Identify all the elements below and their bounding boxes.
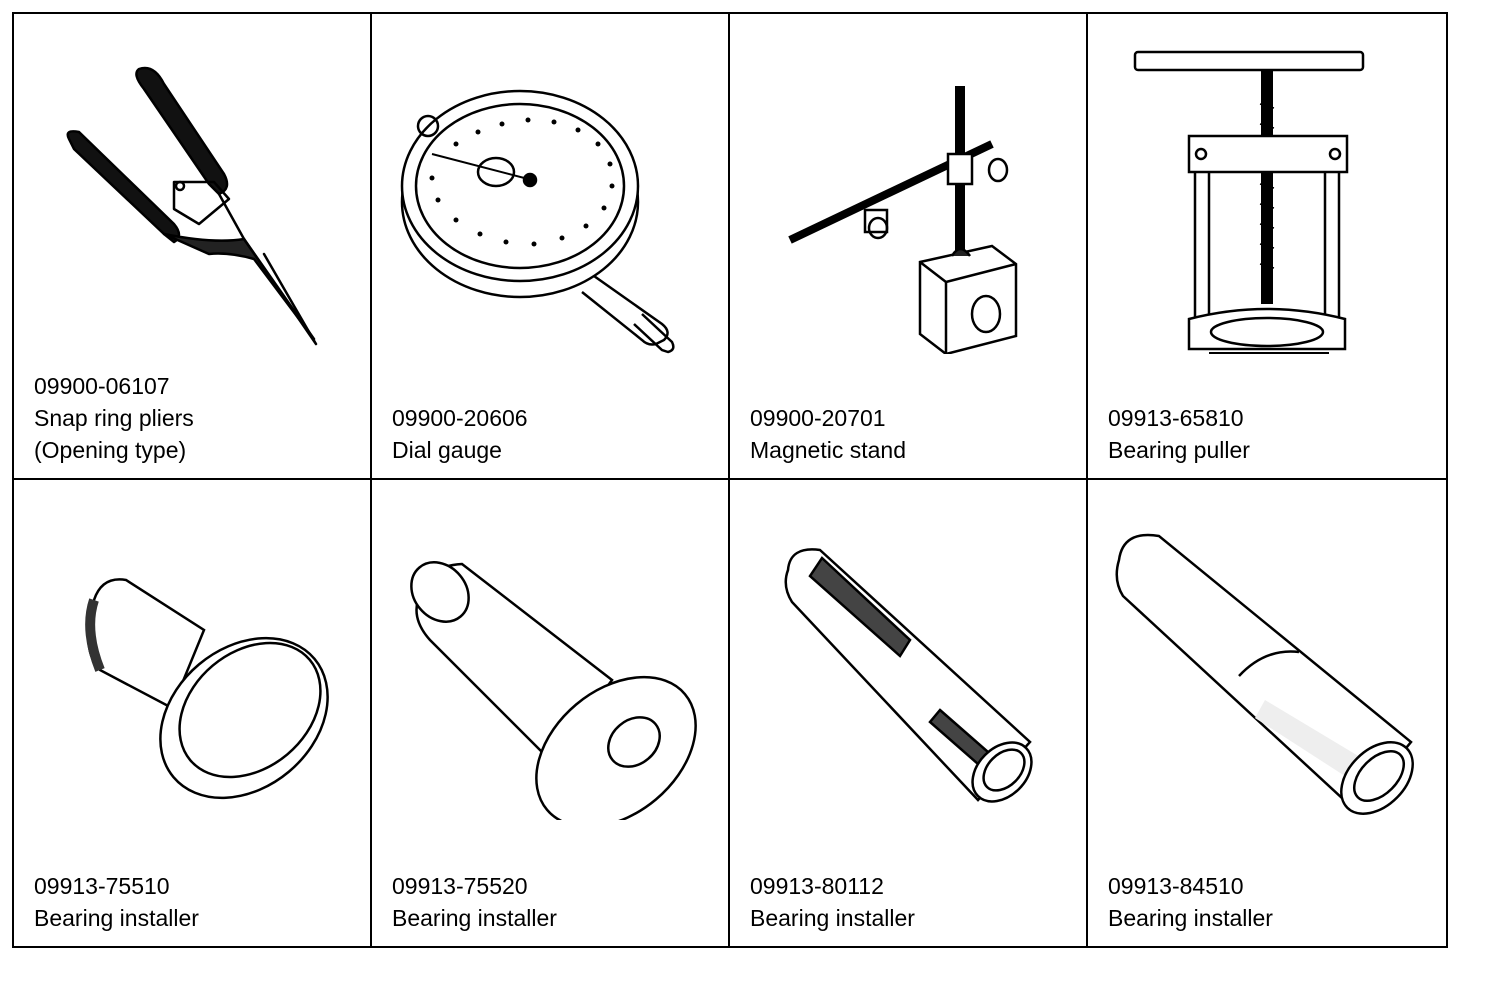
- tool-cell: 09913-75520 Bearing installer: [372, 480, 730, 946]
- snap-ring-pliers-icon: [66, 66, 318, 346]
- tool-name: Bearing installer: [1108, 905, 1273, 931]
- tool-name: Bearing installer: [392, 905, 557, 931]
- part-number: 09913-75520: [392, 873, 528, 899]
- bearing-installer-icon: [85, 578, 329, 800]
- dial-gauge-icon: [400, 89, 675, 354]
- tool-note: (Opening type): [34, 437, 187, 463]
- tool-cell: 09913-75510 Bearing installer: [14, 480, 372, 946]
- part-number: 09913-80112: [750, 873, 884, 899]
- bearing-installer-icon: [1115, 533, 1414, 815]
- tool-cell: 09913-80112 Bearing installer: [730, 480, 1088, 946]
- tool-name: Bearing installer: [750, 905, 915, 931]
- tool-cell: 09913-65810 Bearing puller: [1088, 14, 1446, 480]
- bearing-installer-icon: [784, 548, 1033, 803]
- part-number: 09900-06107: [34, 373, 170, 399]
- tool-name: Dial gauge: [392, 437, 502, 463]
- tool-cell: 09900-20606 Dial gauge: [372, 14, 730, 480]
- part-number: 09913-84510: [1108, 873, 1244, 899]
- tool-name: Bearing puller: [1108, 437, 1250, 463]
- tool-name: Snap ring pliers: [34, 405, 194, 431]
- bearing-installer-icon: [410, 561, 697, 820]
- bearing-puller-icon: [1133, 50, 1365, 354]
- tool-name: Bearing installer: [34, 905, 199, 931]
- tool-cell: 09913-84510 Bearing installer: [1088, 480, 1446, 946]
- tool-cell: 09900-06107 Snap ring pliers (Opening ty…: [14, 14, 372, 480]
- tool-cell: 09900-20701 Magnetic stand: [730, 14, 1088, 480]
- tool-name: Magnetic stand: [750, 437, 906, 463]
- part-number: 09900-20701: [750, 405, 886, 431]
- special-tools-table: 09900-06107 Snap ring pliers (Opening ty…: [12, 12, 1448, 948]
- part-number: 09900-20606: [392, 405, 528, 431]
- part-number: 09913-75510: [34, 873, 170, 899]
- magnetic-stand-icon: [788, 86, 1018, 354]
- part-number: 09913-65810: [1108, 405, 1244, 431]
